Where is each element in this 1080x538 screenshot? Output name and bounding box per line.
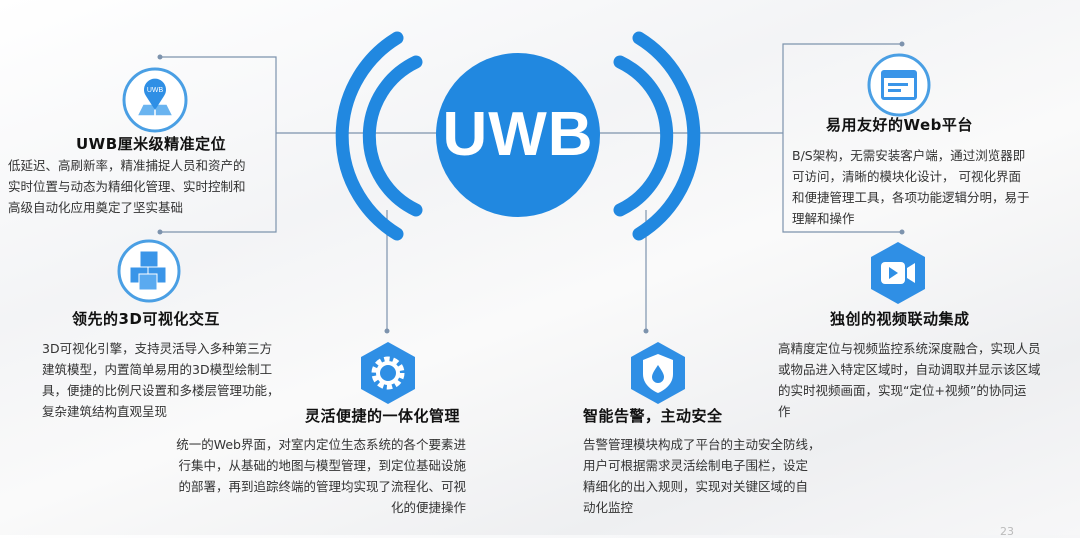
desc-line: 理解和操作	[792, 211, 855, 226]
desc-line: 高级自动化应用奠定了坚实基础	[8, 200, 184, 215]
desc-line: 建筑模型，内置简单易用的3D模型绘制工	[42, 362, 273, 377]
desc-line: 具，便捷的比例尺设置和多楼层管理功能，	[42, 383, 280, 398]
gear-icon	[361, 342, 415, 404]
desc-line: 低延迟、高刷新率，精准捕捉人员和资产的	[8, 158, 246, 173]
desc-line: 实时位置与动态为精细化管理、实时控制和	[8, 179, 246, 194]
feature-title-video-linkage: 独创的视频联动集成	[830, 310, 970, 328]
desc-line: B/S架构，无需安装客户端，通过浏览器即	[792, 148, 1026, 163]
uwb-center-label: UWB	[442, 100, 594, 169]
browser-window-icon	[867, 53, 931, 117]
feature-desc-3d-visualization: 3D可视化引擎，支持灵活导入多种第三方 建筑模型，内置简单易用的3D模型绘制工 …	[42, 338, 280, 422]
feature-desc-integrated-management: 统一的Web界面，对室内定位生态系统的各个要素进 行集中，从基础的地图与模型管理…	[150, 434, 466, 518]
uwb-location-pin-icon: UWB	[122, 67, 188, 133]
3d-cubes-icon	[117, 239, 181, 303]
feature-title-integrated-management: 灵活便捷的一体化管理	[305, 407, 461, 425]
feature-desc-web-platform: B/S架构，无需安装客户端，通过浏览器即 可访问，清晰的模块化设计， 可视化界面…	[792, 145, 1030, 229]
page-number: 23	[1000, 525, 1014, 538]
feature-desc-uwb-positioning: 低延迟、高刷新率，精准捕捉人员和资产的 实时位置与动态为精细化管理、实时控制和 …	[8, 155, 246, 218]
signal-waves-icon	[335, 31, 701, 241]
desc-line: 和便捷管理工具，各项功能逻辑分明，易于	[792, 190, 1030, 205]
desc-line: 用户可根据需求灵活绘制电子围栏，设定	[583, 458, 809, 473]
feature-desc-video-linkage: 高精度定位与视频监控系统深度融合，实现人员 或物品进入特定区域时，自动调取并显示…	[778, 338, 1041, 422]
feature-desc-smart-alarm: 告警管理模块构成了平台的主动安全防线， 用户可根据需求灵活绘制电子围栏，设定 精…	[583, 434, 821, 518]
feature-title-smart-alarm: 智能告警，主动安全	[583, 407, 723, 425]
feature-title-uwb-positioning: UWB厘米级精准定位	[76, 135, 227, 153]
shield-drop-icon	[631, 342, 685, 404]
desc-line: 行集中，从基础的地图与模型管理，到定位基础设施	[178, 458, 466, 473]
video-camera-icon	[871, 242, 925, 304]
feature-title-3d-visualization: 领先的3D可视化交互	[72, 310, 220, 328]
desc-line: 复杂建筑结构直观呈现	[42, 404, 168, 419]
svg-text:UWB: UWB	[147, 87, 164, 94]
desc-line: 高精度定位与视频监控系统深度融合，实现人员	[778, 341, 1041, 356]
desc-line: 告警管理模块构成了平台的主动安全防线，	[583, 437, 821, 452]
desc-line: 的部署，再到追踪终端的管理均实现了流程化、可视	[178, 479, 466, 494]
desc-line: 3D可视化引擎，支持灵活导入多种第三方	[42, 341, 273, 356]
desc-line: 统一的Web界面，对室内定位生态系统的各个要素进	[176, 437, 466, 452]
desc-line: 作	[778, 404, 791, 419]
desc-line: 精细化的出入规则，实现对关键区域的自	[583, 479, 809, 494]
uwb-center-circle	[436, 53, 600, 217]
desc-line: 化的便捷操作	[390, 500, 466, 515]
desc-line: 的实时视频画面，实现“定位+视频”的协同运	[778, 383, 1027, 398]
desc-line: 可访问，清晰的模块化设计， 可视化界面	[792, 169, 1021, 184]
desc-line: 或物品进入特定区域时，自动调取并显示该区域	[778, 362, 1041, 377]
desc-line: 动化监控	[583, 500, 634, 515]
feature-title-web-platform: 易用友好的Web平台	[826, 116, 973, 134]
